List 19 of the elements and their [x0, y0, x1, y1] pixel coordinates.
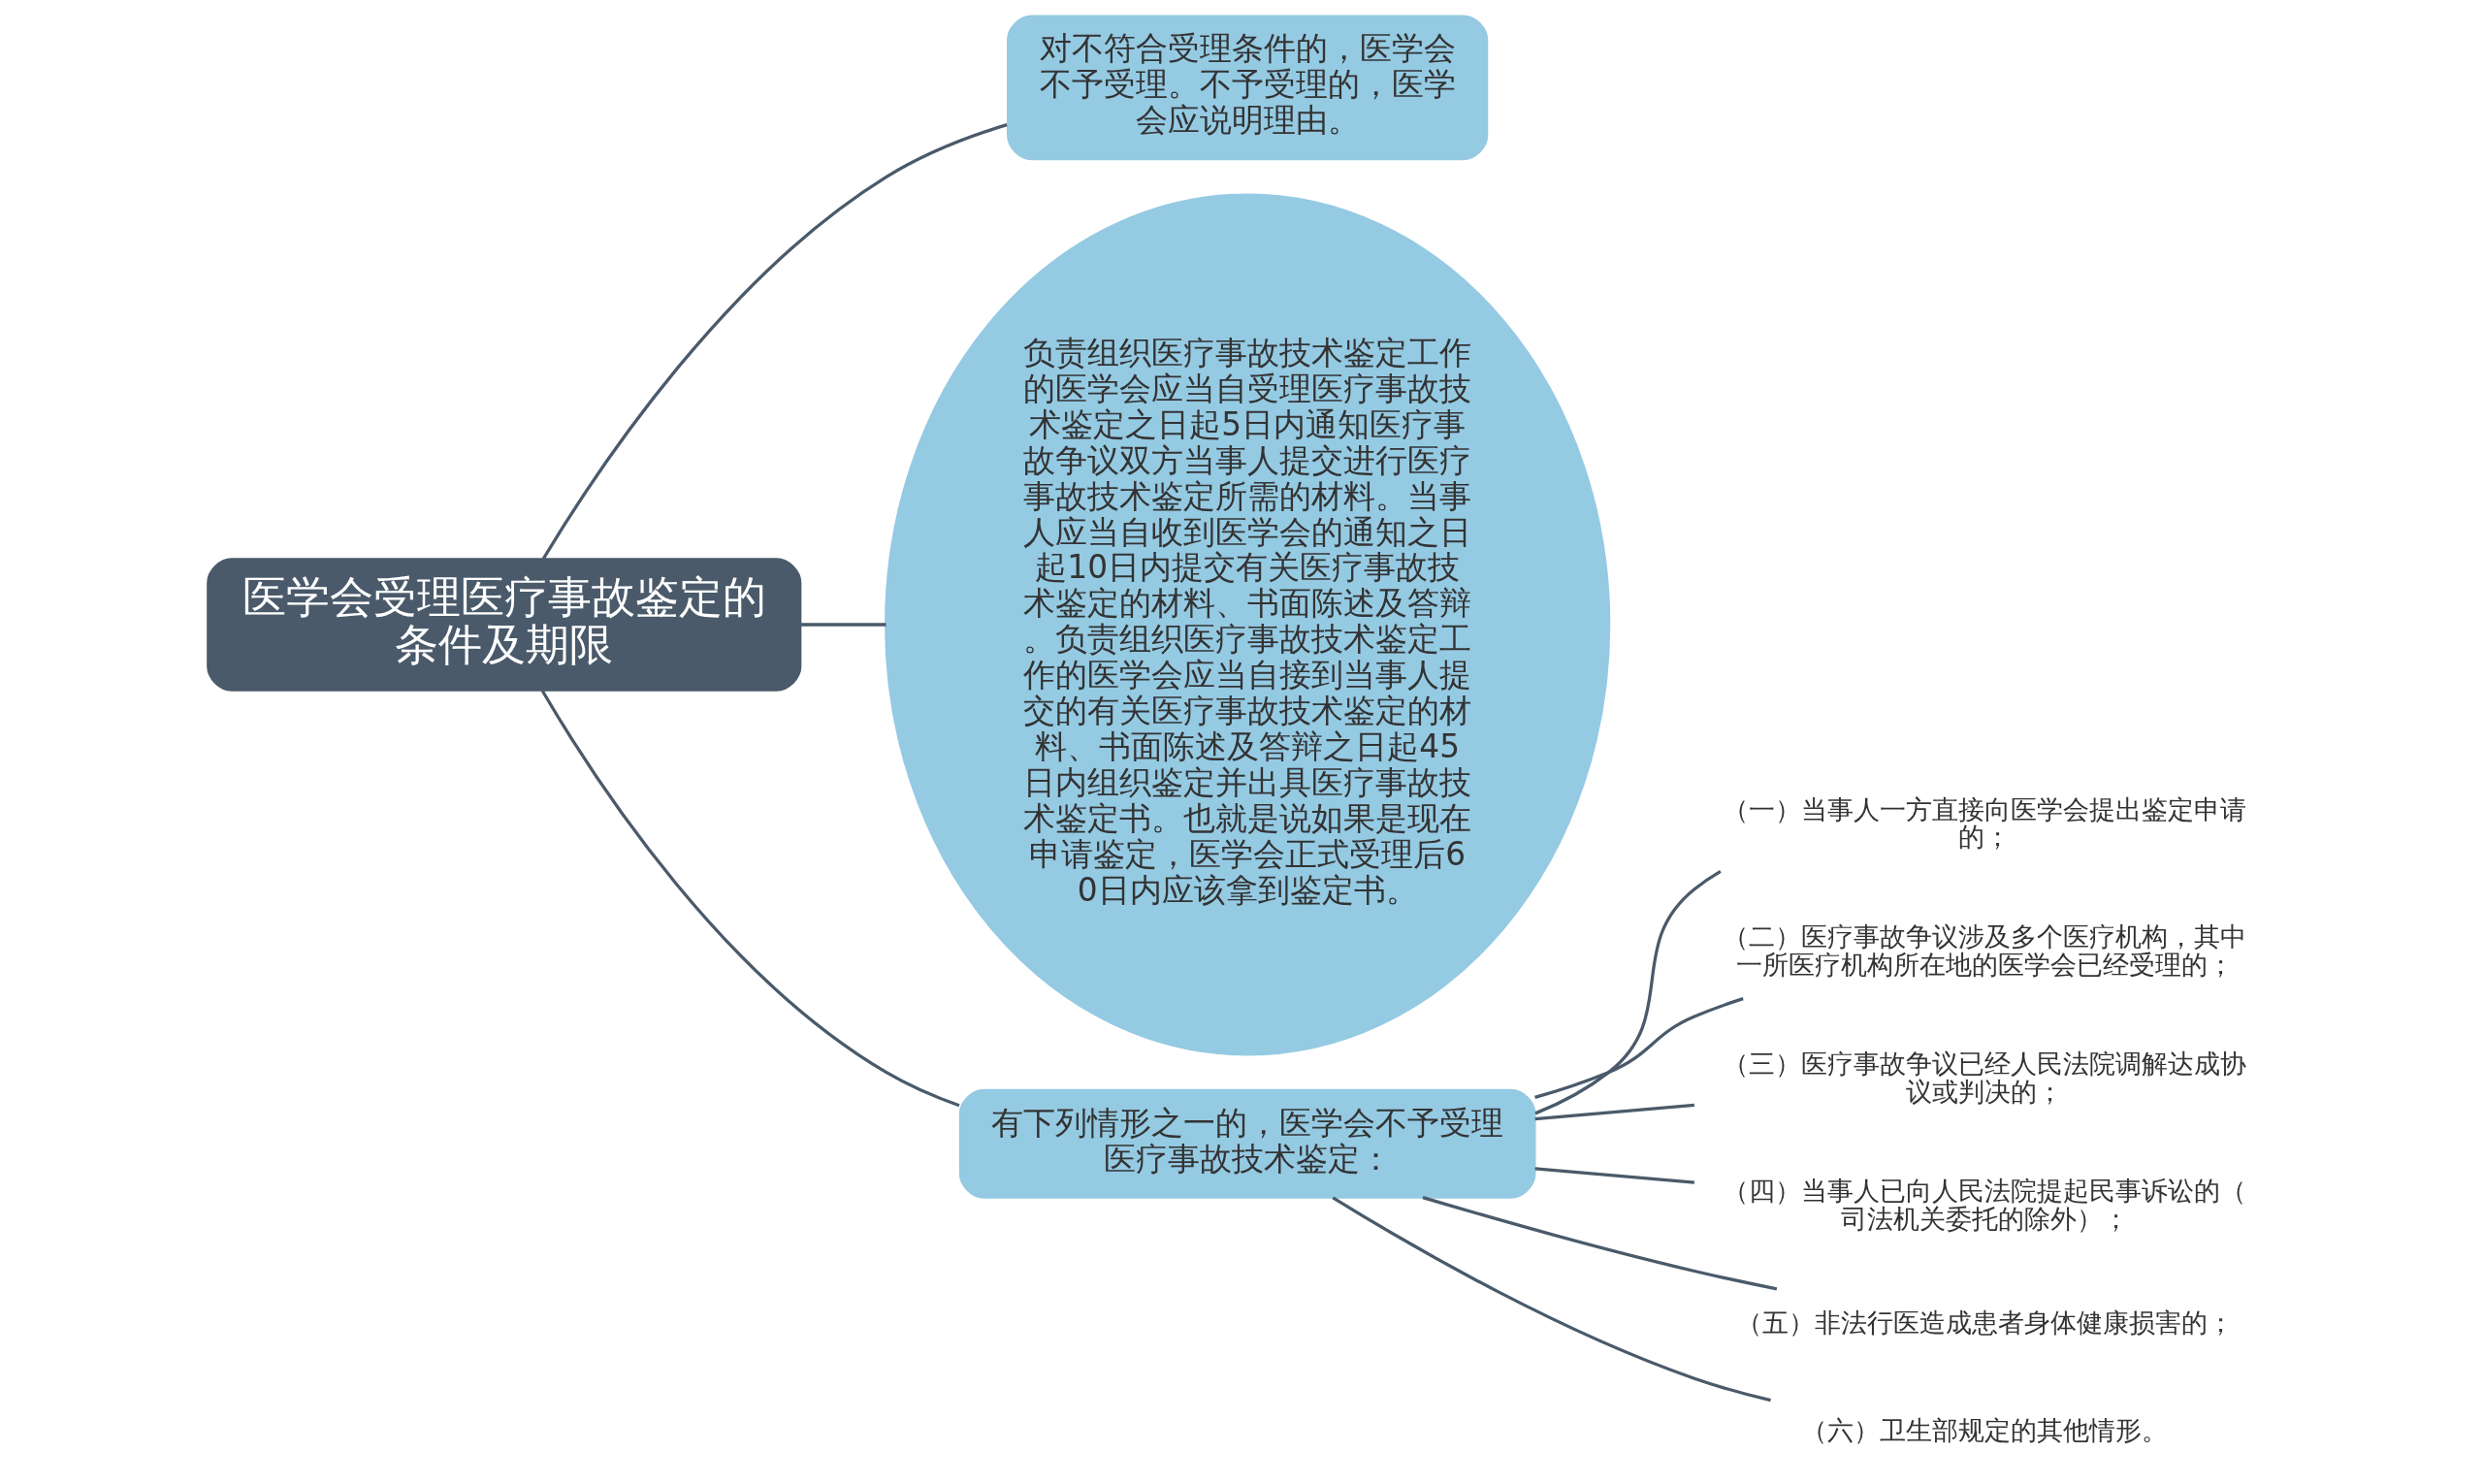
- node-ellipse: 负责组织医疗事故技术鉴定工作的医学会应当自受理医疗事故技术鉴定之日起5日内通知医疗事故争议双方当事人提交进行医疗事故技术鉴定所需的材料。当事人应当自收到医学会的通知之日起10日内提交有关医疗事故技术鉴定的材料、书面陈述及答辩。负责组织医疗事故技术鉴定工作的医学会应当自接到当事人提交的有关医疗事故技术鉴定的材料、书面陈述及答辩之日起45日内组织鉴定并出具医疗事故技术鉴定书。也就是说如果是现在申请鉴定，医学会正式受理后60日内应该拿到鉴定书。: [885, 193, 1611, 1056]
- node-text: （三）医疗事故争议已经人民法院调解达成协议或判决的；: [1723, 1048, 2247, 1107]
- node-text: （四）当事人已向人民法院提起民事诉讼的（司法机关委托的除外）；: [1723, 1176, 2247, 1235]
- node-text: （六）卫生部规定的其他情形。: [1801, 1414, 2169, 1445]
- connector: [1422, 1196, 1778, 1291]
- connector: [540, 690, 960, 1108]
- connector: [1332, 1196, 1771, 1403]
- connector: [800, 623, 887, 627]
- node-text: （一）当事人一方直接向医学会提出鉴定申请的；: [1723, 793, 2247, 853]
- connector: [541, 123, 1008, 560]
- connector: [1534, 869, 1722, 1115]
- node-box: 对不符合受理条件的，医学会不予受理。不予受理的，医学会应说明理由。: [1007, 15, 1489, 161]
- node-box: 有下列情形之一的，医学会不予受理医疗事故技术鉴定：: [958, 1088, 1536, 1199]
- node-text: （五）非法行医造成患者身体健康损害的；: [1735, 1307, 2234, 1338]
- node-box: 医学会受理医疗事故鉴定的条件及期限: [207, 558, 802, 692]
- connector: [1534, 1167, 1695, 1184]
- connector: [1534, 997, 1744, 1099]
- node-text: （二）医疗事故争议涉及多个医疗机构，其中一所医疗机构所在地的医学会已经受理的；: [1723, 920, 2247, 980]
- connector: [1534, 1103, 1695, 1121]
